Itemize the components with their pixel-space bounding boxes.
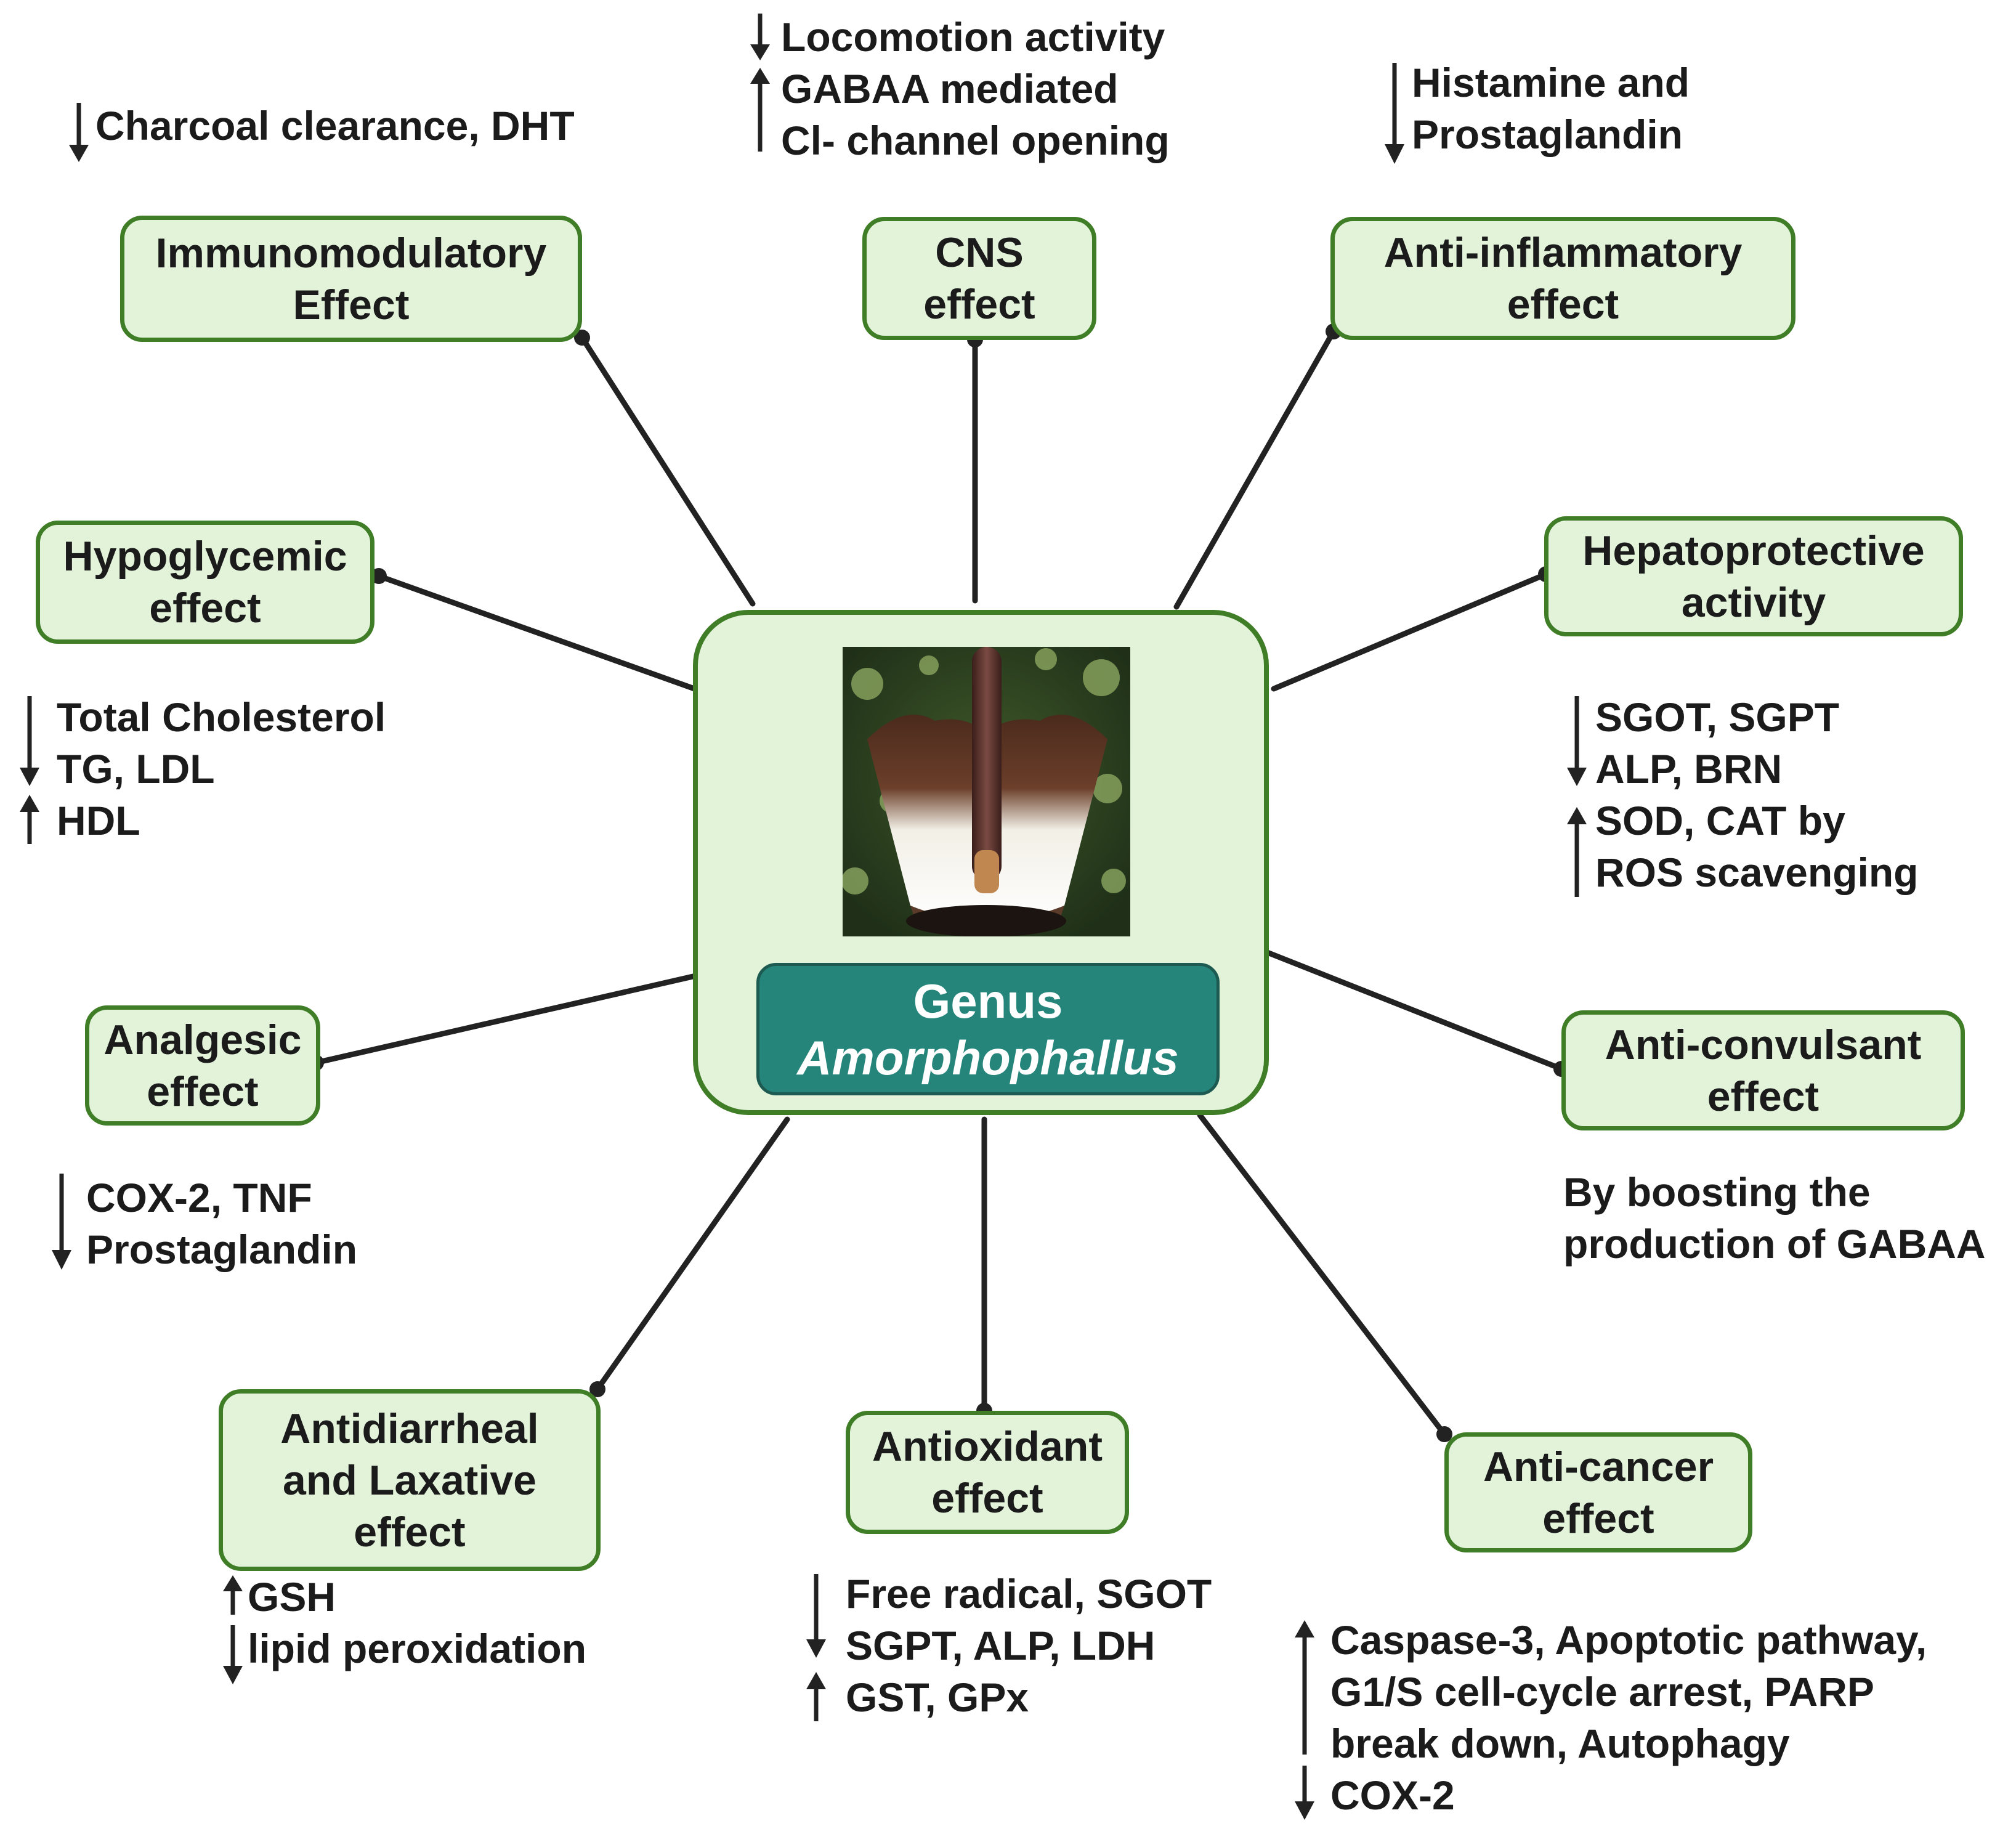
antidiarrheal-note-line1: GSH xyxy=(248,1574,336,1620)
analgesic-title-line1: Analgesic xyxy=(103,1016,302,1063)
up-arrow-icon xyxy=(806,1672,826,1721)
down-arrow-icon xyxy=(52,1174,71,1270)
antioxidant-note: Free radical, SGOT SGPT, ALP, LDH GST, G… xyxy=(846,1568,1212,1723)
cns-note-line3: Cl- channel opening xyxy=(781,118,1170,163)
anticancer-note-line2: G1/S cell-cycle arrest, PARP xyxy=(1330,1669,1874,1714)
down-arrow-icon xyxy=(1295,1766,1314,1820)
antioxidant-title-line1: Antioxidant xyxy=(872,1423,1103,1470)
up-arrow-icon xyxy=(1567,807,1587,897)
down-arrow-icon xyxy=(806,1574,826,1658)
hypoglycemic-note: Total Cholesterol TG, LDL HDL xyxy=(57,691,386,846)
connector-dot-hypoglycemic xyxy=(371,568,387,584)
cns-title-line1: CNS xyxy=(935,229,1024,276)
down-arrow-icon xyxy=(223,1625,243,1684)
antioxidant-note-line3: GST, GPx xyxy=(846,1674,1029,1720)
central-node: Genus Amorphophallus xyxy=(693,610,1269,1115)
connector-dot-antidiarrheal xyxy=(589,1381,605,1397)
analgesic-note-line1: COX-2, TNF xyxy=(86,1175,312,1220)
anticancer-title-line1: Anti-cancer xyxy=(1483,1443,1714,1490)
hepatoprotective-box: Hepatoprotective activity xyxy=(1544,516,1963,636)
anticonvulsant-note-line2: production of GABAA xyxy=(1563,1221,1986,1267)
analgesic-note: COX-2, TNF Prostaglandin xyxy=(86,1172,357,1275)
anti-inflammatory-note: Histamine and Prostaglandin xyxy=(1412,57,1690,160)
analgesic-note-line2: Prostaglandin xyxy=(86,1227,358,1272)
immunomodulatory-title-line2: Effect xyxy=(293,281,410,328)
anti-inflammatory-note-line1: Histamine and xyxy=(1412,60,1690,105)
connector-analgesic xyxy=(313,973,696,1066)
cns-note-line2: GABAA mediated xyxy=(781,66,1119,112)
anticonvulsant-note: By boosting the production of GABAA xyxy=(1563,1166,1986,1270)
up-arrow-icon xyxy=(1295,1620,1314,1755)
antidiarrheal-note: GSH lipid peroxidation xyxy=(248,1571,586,1674)
anti-inflammatory-title-line2: effect xyxy=(1507,281,1619,328)
connector-dot-immunomodulatory xyxy=(574,330,590,346)
hepatoprotective-title-line2: activity xyxy=(1681,578,1826,626)
hepatoprotective-note-line3: SOD, CAT by xyxy=(1595,798,1845,843)
hypoglycemic-title-line1: Hypoglycemic xyxy=(63,533,347,580)
hepatoprotective-note: SGOT, SGPT ALP, BRN SOD, CAT by ROS scav… xyxy=(1595,691,1919,898)
anticonvulsant-title-line2: effect xyxy=(1707,1073,1820,1120)
immunomodulatory-title-line1: Immunomodulatory xyxy=(155,229,547,277)
antidiarrheal-title-line3: effect xyxy=(354,1508,466,1556)
anticonvulsant-title-line1: Anti-convulsant xyxy=(1605,1021,1922,1068)
down-arrow-icon xyxy=(69,103,89,162)
anticonvulsant-note-line1: By boosting the xyxy=(1563,1169,1871,1215)
hepatoprotective-note-line2: ALP, BRN xyxy=(1595,746,1783,792)
cns-note-line1: Locomotion activity xyxy=(781,14,1165,60)
hypoglycemic-note-line1: Total Cholesterol xyxy=(57,694,386,740)
connector-anticancer xyxy=(1197,1112,1447,1437)
hepatoprotective-note-line4: ROS scavenging xyxy=(1595,850,1919,895)
anticancer-title-line2: effect xyxy=(1542,1495,1654,1542)
hepatoprotective-note-line1: SGOT, SGPT xyxy=(1595,694,1840,740)
anticancer-note-line4: COX-2 xyxy=(1330,1772,1455,1818)
antioxidant-note-line1: Free radical, SGOT xyxy=(846,1571,1212,1617)
amorphophallus-photo xyxy=(843,647,1130,936)
down-arrow-icon xyxy=(1385,63,1404,164)
analgesic-title-line2: effect xyxy=(147,1068,259,1115)
anticancer-note-line1: Caspase-3, Apoptotic pathway, xyxy=(1330,1617,1927,1663)
antioxidant-note-line2: SGPT, ALP, LDH xyxy=(846,1623,1156,1668)
antidiarrheal-note-line2: lipid peroxidation xyxy=(248,1626,587,1671)
hypoglycemic-note-line2: TG, LDL xyxy=(57,746,215,792)
genus-label: Genus xyxy=(913,973,1063,1028)
cns-note: Locomotion activity GABAA mediated Cl- c… xyxy=(781,11,1170,166)
anti-inflammatory-note-line2: Prostaglandin xyxy=(1412,112,1683,157)
connector-hepatoprotective xyxy=(1271,571,1549,692)
anticancer-note-line3: break down, Autophagy xyxy=(1330,1721,1790,1766)
immunomodulatory-box: Immunomodulatory Effect xyxy=(120,216,582,342)
cns-title-line2: effect xyxy=(923,281,1035,328)
analgesic-box: Analgesic effect xyxy=(85,1005,320,1126)
anticancer-note: Caspase-3, Apoptotic pathway, G1/S cell-… xyxy=(1330,1614,1927,1821)
connector-immunomodulatory xyxy=(579,335,756,607)
genus-name: Amorphophallus xyxy=(797,1030,1179,1085)
down-arrow-icon xyxy=(750,14,770,60)
hypoglycemic-box: Hypoglycemic effect xyxy=(36,521,374,644)
antioxidant-box: Antioxidant effect xyxy=(846,1411,1129,1534)
down-arrow-icon xyxy=(1567,696,1587,786)
anticonvulsant-box: Anti-convulsant effect xyxy=(1561,1010,1965,1130)
immunomodulatory-note-line1: Charcoal clearance, DHT xyxy=(95,103,575,148)
hypoglycemic-title-line2: effect xyxy=(149,585,261,631)
anticancer-box: Anti-cancer effect xyxy=(1444,1432,1752,1552)
cns-box: CNS effect xyxy=(862,217,1096,340)
up-arrow-icon xyxy=(750,68,770,152)
antidiarrheal-title-line2: and Laxative xyxy=(283,1456,536,1504)
up-arrow-icon xyxy=(20,795,39,844)
connector-antidiarrheal xyxy=(594,1116,790,1392)
antidiarrheal-box: Antidiarrheal and Laxative effect xyxy=(219,1389,601,1571)
anti-inflammatory-title-line1: Anti-inflammatory xyxy=(1383,229,1743,276)
hepatoprotective-title-line1: Hepatoprotective xyxy=(1582,527,1925,574)
down-arrow-icon xyxy=(20,696,39,786)
antioxidant-title-line2: effect xyxy=(931,1475,1043,1522)
hypoglycemic-note-line3: HDL xyxy=(57,798,140,843)
connector-hypoglycemic xyxy=(376,573,701,693)
connector-anticonvulsant xyxy=(1263,949,1565,1072)
antidiarrheal-title-line1: Antidiarrheal xyxy=(280,1405,539,1452)
connector-anti-inflammatory xyxy=(1173,328,1337,610)
immunomodulatory-note: Charcoal clearance, DHT xyxy=(95,100,575,152)
genus-label-box: Genus Amorphophallus xyxy=(756,963,1220,1095)
connector-dot-anticancer xyxy=(1436,1426,1452,1442)
anti-inflammatory-box: Anti-inflammatory effect xyxy=(1330,217,1795,340)
up-arrow-icon xyxy=(223,1575,243,1615)
